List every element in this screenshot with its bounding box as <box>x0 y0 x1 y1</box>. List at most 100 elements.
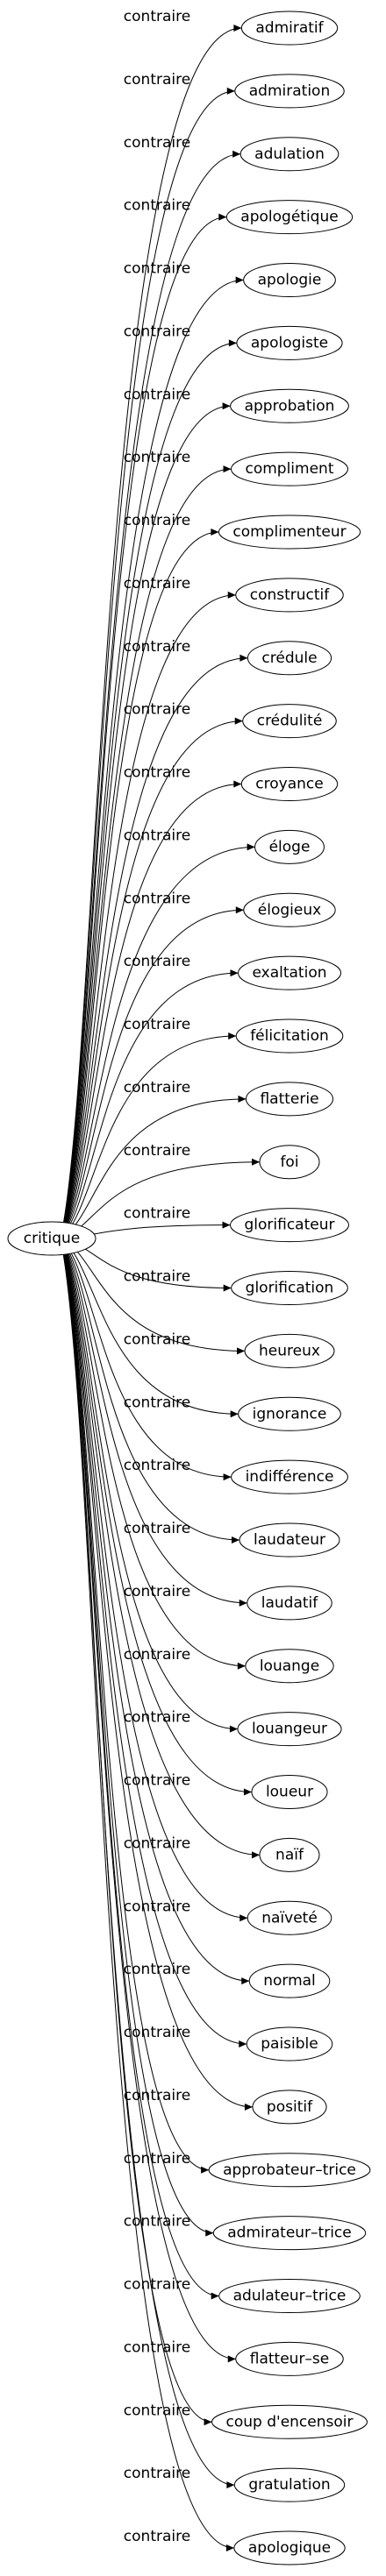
center-node[interactable]: critique <box>7 1221 96 1256</box>
arrowhead <box>225 2544 234 2551</box>
target-node[interactable]: gratulation <box>233 2467 346 2502</box>
target-node-label: crédule <box>261 649 317 667</box>
target-node[interactable]: adulation <box>239 137 340 172</box>
relation-label: contraire <box>124 71 190 89</box>
target-node[interactable]: admiratif <box>240 11 339 46</box>
target-node[interactable]: foi <box>259 1145 320 1180</box>
edge-critique-37 <box>60 1238 236 2360</box>
target-node[interactable]: louange <box>245 1649 334 1684</box>
relation-label: contraire <box>124 2465 190 2482</box>
edge-critique-4 <box>60 280 244 1239</box>
target-node-label: naïf <box>275 1846 304 1863</box>
relation-label: contraire <box>124 197 190 215</box>
edge-critique-32 <box>60 1238 247 2045</box>
relation-label: contraire <box>124 2276 190 2294</box>
target-node-label: apologie <box>258 272 322 289</box>
relation-label: contraire <box>124 1961 190 1978</box>
target-node[interactable]: apologiste <box>236 325 343 360</box>
relation-label: contraire <box>124 323 190 340</box>
target-node-label: approbateur–trice <box>223 2161 356 2179</box>
target-node-label: gratulation <box>248 2476 330 2494</box>
arrowhead <box>239 2040 247 2047</box>
target-node-label: admiration <box>249 82 330 100</box>
target-node[interactable]: naïveté <box>247 1900 332 1935</box>
target-node[interactable]: approbateur–trice <box>208 2153 371 2188</box>
arrowhead <box>222 402 231 410</box>
target-node-label: glorification <box>246 1280 334 1297</box>
target-node[interactable]: adulateur–trice <box>218 2279 361 2313</box>
target-node[interactable]: félicitation <box>235 1018 344 1054</box>
target-node[interactable]: indifférence <box>231 1459 348 1494</box>
target-node[interactable]: croyance <box>240 767 339 801</box>
target-node[interactable]: positif <box>252 2090 327 2125</box>
relation-label: contraire <box>124 1268 190 1286</box>
target-node-label: naïveté <box>261 1909 318 1927</box>
arrowhead <box>227 2355 236 2363</box>
arrowhead <box>222 1221 231 1229</box>
target-node[interactable]: normal <box>248 1963 331 1998</box>
target-node[interactable]: louangeur <box>237 1712 342 1747</box>
arrowhead <box>205 2229 214 2237</box>
relation-label: contraire <box>124 1834 190 1852</box>
target-node[interactable]: laudatif <box>247 1586 332 1621</box>
arrowhead <box>237 1662 246 1670</box>
relation-label: contraire <box>124 260 190 278</box>
relation-label: contraire <box>124 512 190 529</box>
target-node[interactable]: crédule <box>247 641 332 676</box>
target-node-label: laudatif <box>261 1594 319 1612</box>
arrowhead <box>227 591 236 599</box>
target-node[interactable]: glorificateur <box>230 1208 349 1243</box>
edge-critique-39 <box>60 1238 235 2486</box>
edges-layer <box>60 25 261 2551</box>
target-node[interactable]: ignorance <box>238 1396 341 1431</box>
edge-critique-14 <box>60 909 244 1239</box>
edge-critique-25 <box>60 1238 247 1604</box>
relation-label: contraire <box>124 1772 190 1790</box>
target-node[interactable]: compliment <box>230 451 349 486</box>
target-node[interactable]: admiration <box>234 74 345 109</box>
target-node[interactable]: laudateur <box>239 1522 340 1558</box>
relation-label: contraire <box>124 1520 190 1537</box>
relation-label: contraire <box>124 2213 190 2231</box>
edge-critique-3 <box>60 216 227 1239</box>
relation-label: contraire <box>124 1646 190 1664</box>
target-node-label: heureux <box>259 1342 320 1359</box>
target-node[interactable]: éloge <box>254 829 325 864</box>
target-node[interactable]: coup d'encensoir <box>211 2404 368 2439</box>
target-node-label: complimenteur <box>232 523 346 541</box>
target-node-label: paisible <box>261 2035 318 2053</box>
target-node-label: félicitation <box>250 1027 329 1045</box>
target-node[interactable]: flatteur–se <box>235 2341 344 2376</box>
arrowhead <box>226 87 235 95</box>
target-node[interactable]: heureux <box>244 1333 335 1368</box>
target-node[interactable]: approbation <box>230 388 349 423</box>
target-node-label: laudateur <box>254 1531 325 1549</box>
arrowhead <box>239 1914 248 1922</box>
relation-label: contraire <box>124 1016 190 1033</box>
relation-label: contraire <box>124 2528 190 2545</box>
target-node[interactable]: complimenteur <box>218 514 361 550</box>
edge-critique-24 <box>60 1238 239 1541</box>
target-node[interactable]: exaltation <box>237 955 342 990</box>
target-node[interactable]: flatterie <box>245 1082 334 1117</box>
target-node[interactable]: constructif <box>235 578 344 613</box>
edge-critique-9 <box>60 594 236 1239</box>
target-node[interactable]: apologique <box>233 2530 346 2565</box>
target-node[interactable]: paisible <box>246 2026 333 2062</box>
arrowhead <box>244 2103 253 2111</box>
target-node[interactable]: glorification <box>231 1271 348 1305</box>
target-node[interactable]: admirateur–trice <box>212 2216 367 2251</box>
target-node[interactable]: apologie <box>243 263 336 297</box>
arrowhead <box>238 1095 247 1103</box>
relation-label: contraire <box>124 2024 190 2041</box>
target-node[interactable]: crédulité <box>242 704 337 739</box>
edge-critique-40 <box>60 1238 234 2549</box>
target-node[interactable]: loueur <box>251 1775 328 1809</box>
target-node-label: exaltation <box>252 964 326 982</box>
target-node[interactable]: apologétique <box>225 200 354 235</box>
arrowhead <box>230 969 239 977</box>
arrowhead <box>223 1473 232 1481</box>
arrowhead <box>239 654 248 662</box>
target-node[interactable]: naïf <box>259 1837 320 1872</box>
target-node[interactable]: élogieux <box>243 892 336 927</box>
